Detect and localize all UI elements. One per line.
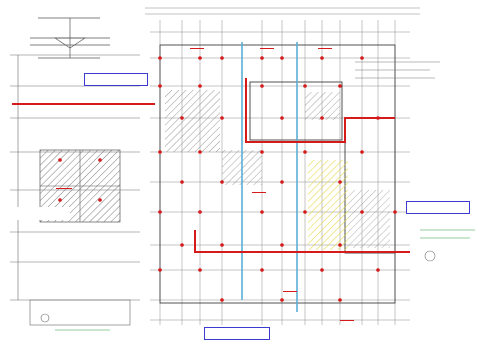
red-section-lines [12, 78, 410, 253]
main-structural-grid [150, 20, 410, 325]
zone-label-upper-right [260, 40, 274, 49]
hatched-zones [165, 90, 390, 250]
right-legend-block [355, 61, 475, 262]
bottom-left-detail [29, 299, 131, 331]
callout-label-right [406, 201, 470, 214]
zone-label-upper-center [190, 40, 204, 49]
callout-label-upper-left [84, 73, 148, 86]
callout-label-bottom [204, 327, 270, 340]
callout-label-left [4, 207, 70, 220]
zone-label-left-block [56, 180, 72, 189]
upper-header-bar [145, 7, 420, 15]
blue-grid-lines [241, 42, 298, 312]
structure-outline [159, 44, 396, 304]
zone-label-lower-right [340, 312, 354, 321]
zone-label-far-right [318, 40, 332, 49]
zone-label-center [252, 184, 266, 193]
column-markers [58, 56, 397, 302]
top-left-section-detail [30, 17, 110, 59]
zone-label-lower [283, 283, 297, 292]
